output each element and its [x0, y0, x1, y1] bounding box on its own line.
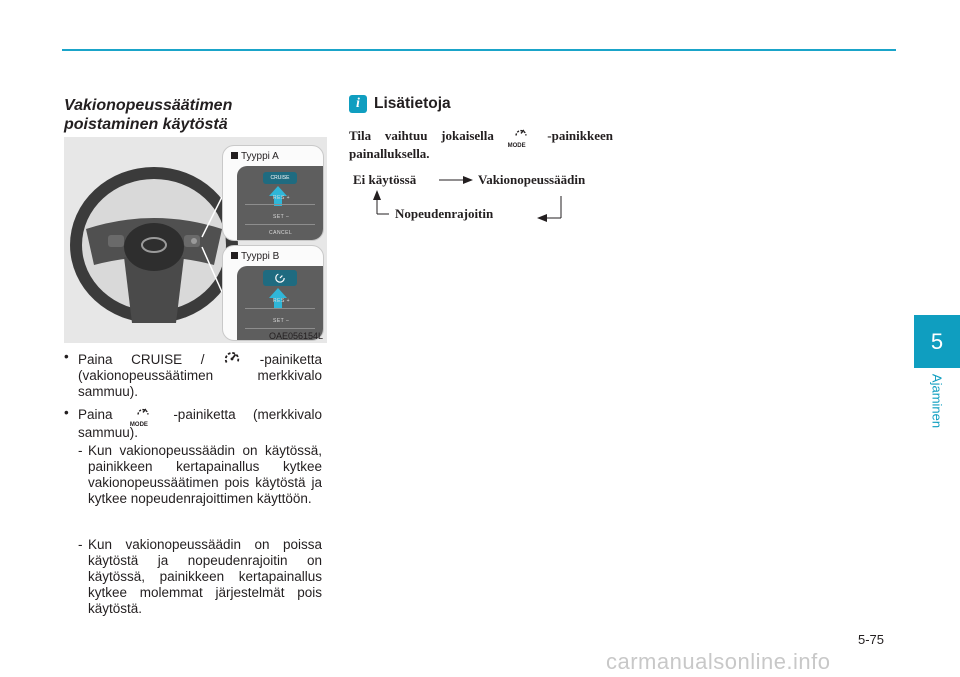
figure-code: OAE056154L	[268, 331, 323, 341]
res-label: RES +	[273, 195, 291, 201]
press-arrow-icon	[269, 288, 287, 298]
dash-marker: -	[78, 443, 83, 458]
sub-item: Kun vakionopeussäädin on käy­tössä, pain…	[88, 443, 322, 506]
header-rule	[62, 49, 896, 51]
page-number: 5-75	[858, 632, 885, 647]
chapter-tab: 5	[914, 315, 960, 368]
info-title: Lisätietoja	[374, 95, 451, 112]
cancel-label: CANCEL	[269, 230, 293, 236]
cruise-icon	[275, 273, 285, 283]
bullet-item: Paina MODE -painiketta (merkkivalo sammu…	[78, 405, 322, 440]
bullet-marker: •	[64, 349, 69, 364]
section-title: Vakionopeussäätimen poistaminen käytöstä	[64, 97, 233, 133]
press-arrow-stem	[274, 196, 282, 206]
type-a-label: Tyyppi A	[231, 151, 279, 162]
info-icon: i	[349, 95, 367, 113]
cruise-icon-button	[263, 270, 297, 286]
info-text: Tila vaihtuu jokaisella MODE -painik­kee…	[349, 126, 614, 161]
cycle-arrows	[373, 176, 562, 222]
steering-wheel-figure: Tyyppi A CRUISE RES + SET – CANCEL Tyypp…	[64, 137, 327, 343]
type-b-inset: Tyyppi B RES + SET –	[222, 245, 324, 341]
cruise-button: CRUISE	[263, 172, 297, 184]
bullet-marker: •	[64, 405, 69, 420]
res-label: RES +	[273, 298, 291, 304]
mode-icon: MODE	[130, 405, 156, 428]
mode-icon: MODE	[508, 126, 534, 149]
cruise-icon	[224, 352, 240, 363]
press-arrow-stem	[274, 298, 282, 308]
type-b-label: Tyyppi B	[231, 251, 279, 262]
press-arrow-icon	[269, 186, 287, 196]
state-limiter: Nopeudenrajoitin	[395, 206, 494, 221]
dash-marker: -	[78, 537, 83, 552]
bullet-item: Paina CRUISE / -painiketta (vakionopeuss…	[78, 349, 322, 400]
steering-wheel-illustration	[70, 167, 238, 323]
state-cruise: Vakionopeussäädin	[478, 172, 586, 187]
type-a-inset: Tyyppi A CRUISE RES + SET – CANCEL	[222, 145, 324, 241]
watermark: carmanualsonline.info	[606, 649, 831, 674]
chapter-number: 5	[930, 328, 944, 354]
set-label: SET –	[273, 318, 290, 324]
state-off: Ei käytössä	[353, 172, 417, 187]
chapter-name: Ajaminen	[929, 373, 945, 429]
mode-cycle-diagram: Ei käytössä Vakionopeussäädin Nopeudenra…	[349, 168, 619, 238]
sub-item: Kun vakionopeussäädin on pois­sa käytöst…	[88, 537, 322, 616]
set-label: SET –	[273, 214, 290, 220]
chapter-label: Ajaminen	[920, 372, 954, 430]
